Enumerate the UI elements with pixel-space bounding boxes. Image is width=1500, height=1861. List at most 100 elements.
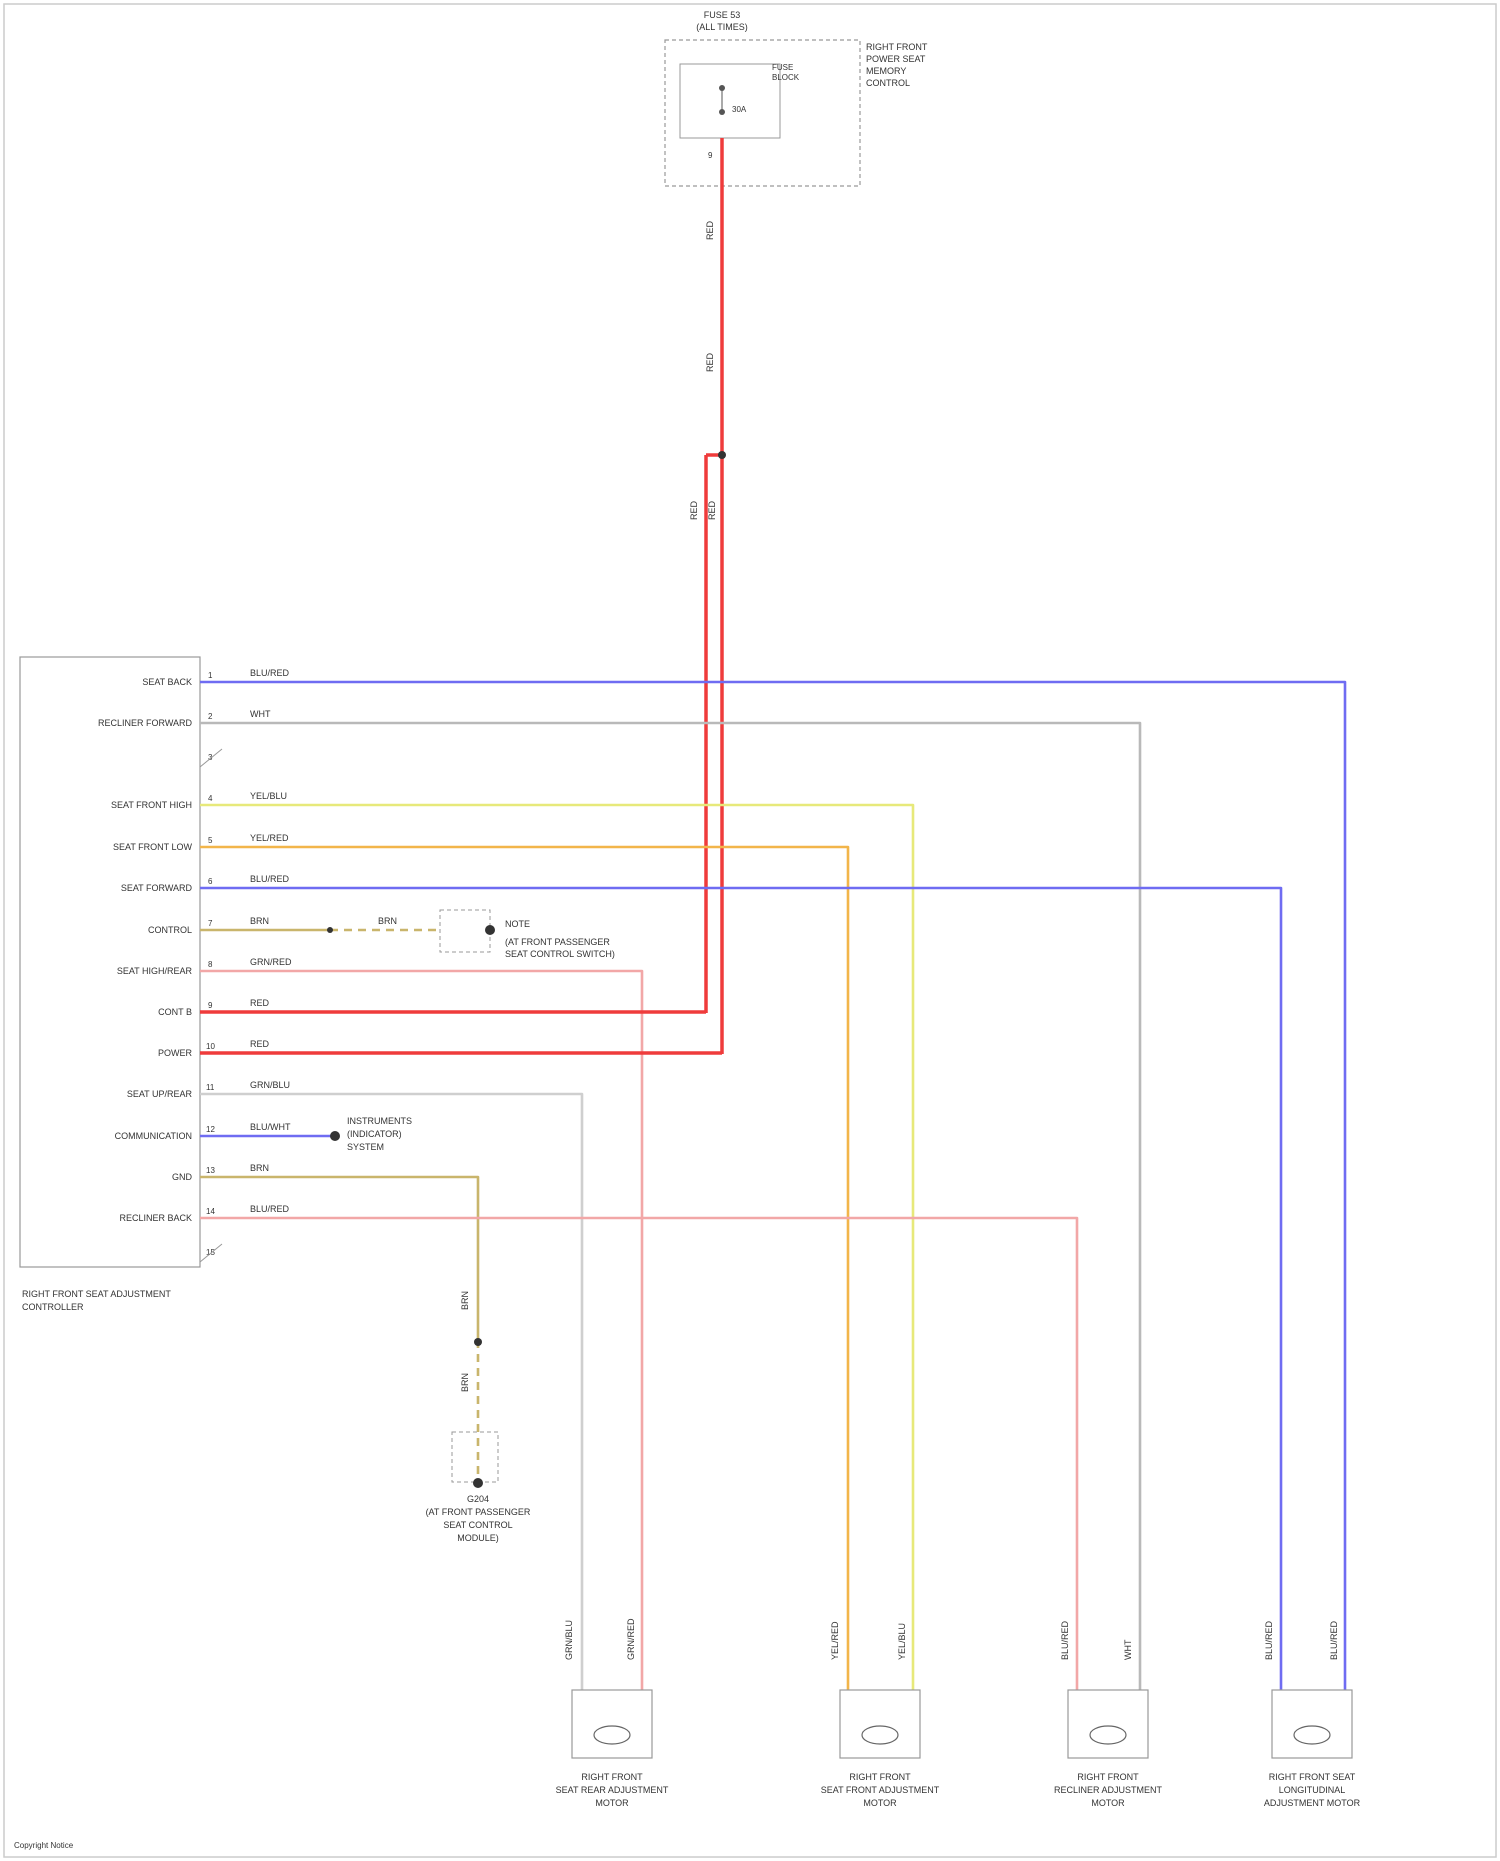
motor-recliner-name-1: RIGHT FRONT (1077, 1772, 1139, 1782)
pin-num-5: 5 (208, 836, 213, 845)
wire-label-1: BLU/RED (250, 668, 290, 678)
wire-pin-5 (200, 847, 848, 1690)
fuse-box-label-4: CONTROL (866, 78, 910, 88)
pin-num-10: 10 (206, 1042, 215, 1051)
pin-label-12: COMMUNICATION (115, 1131, 192, 1141)
motor-long-right-wire: BLU/RED (1329, 1620, 1339, 1660)
ground-label-3: SEAT CONTROL (443, 1520, 512, 1530)
wire-label-5: YEL/RED (250, 833, 289, 843)
pin-label-11: SEAT UP/REAR (127, 1089, 193, 1099)
motor-rear-name-3: MOTOR (595, 1798, 629, 1808)
wire-label-14: BLU/RED (250, 1204, 290, 1214)
motor-rear-icon (594, 1726, 630, 1744)
pin-num-8: 8 (208, 960, 213, 969)
wire-label-2: WHT (250, 709, 271, 719)
wire-pin-2 (200, 723, 1140, 1690)
wire-label-12: BLU/WHT (250, 1122, 291, 1132)
motor-front-name-3: MOTOR (863, 1798, 897, 1808)
wire-pin-14 (200, 1218, 1077, 1690)
pin-label-1: SEAT BACK (142, 677, 192, 687)
fuse-pin-number: 9 (708, 151, 713, 160)
pin-num-7: 7 (208, 919, 213, 928)
comm-device-label-2: (INDICATOR) (347, 1129, 402, 1139)
ground-label-1: G204 (467, 1494, 489, 1504)
motor-long-left-wire: BLU/RED (1264, 1620, 1274, 1660)
motor-front-left-wire: YEL/RED (830, 1621, 840, 1660)
fuse-text-line-2: BLOCK (772, 73, 800, 82)
controller-pin-labels: SEAT BACK RECLINER FORWARD SEAT FRONT HI… (98, 668, 292, 1257)
pin-num-1: 1 (208, 671, 213, 680)
pin-label-13: GND (172, 1172, 193, 1182)
pin-num-11: 11 (206, 1083, 215, 1092)
motor-long-box (1272, 1690, 1352, 1758)
pin-num-9: 9 (208, 1001, 213, 1010)
splice-dot (718, 451, 726, 459)
ground-dot (473, 1478, 483, 1488)
wire-label-9: RED (250, 998, 270, 1008)
motor-recliner-right-wire: WHT (1123, 1639, 1133, 1660)
fuse-title-line-2: (ALL TIMES) (696, 22, 748, 32)
control-splice-dot (327, 927, 333, 933)
pin-label-2: RECLINER FORWARD (98, 718, 193, 728)
motor-recliner-left-wire: BLU/RED (1060, 1620, 1070, 1660)
pin-label-8: SEAT HIGH/REAR (117, 966, 193, 976)
controller-name-line-2: CONTROLLER (22, 1302, 84, 1312)
motor-rear-box (572, 1690, 652, 1758)
ground-wire-lower: BRN (460, 1373, 470, 1392)
motor-long-name-3: ADJUSTMENT MOTOR (1264, 1798, 1361, 1808)
motor-rear: GRN/BLU GRN/RED RIGHT FRONT SEAT REAR AD… (556, 1618, 669, 1808)
fuse-block: FUSE 53 (ALL TIMES) FUSE BLOCK 30A 9 RIG… (665, 10, 928, 186)
motor-rear-right-wire: GRN/RED (626, 1618, 636, 1660)
wire-pin-13 (200, 1177, 478, 1340)
control-switch-label-2: (AT FRONT PASSENGER (505, 937, 610, 947)
pin-num-14: 14 (206, 1207, 215, 1216)
motor-recliner-box (1068, 1690, 1148, 1758)
ground-label-4: MODULE) (457, 1533, 499, 1543)
ground-box (452, 1432, 498, 1482)
control-switch-label-3: SEAT CONTROL SWITCH) (505, 949, 615, 959)
motor-recliner-name-3: MOTOR (1091, 1798, 1125, 1808)
pin-num-6: 6 (208, 877, 213, 886)
motor-front-box (840, 1690, 920, 1758)
fuse-box-label-3: MEMORY (866, 66, 906, 76)
wire-label-11: GRN/BLU (250, 1080, 290, 1090)
fuse-inner-box (680, 64, 780, 138)
fuse-box-label-1: RIGHT FRONT (866, 42, 928, 52)
motor-long-name-1: RIGHT FRONT SEAT (1269, 1772, 1356, 1782)
wire-pin-6 (200, 888, 1281, 1690)
comm-device: INSTRUMENTS (INDICATOR) SYSTEM (347, 1116, 412, 1152)
wire-label-10: RED (250, 1039, 270, 1049)
wires (200, 682, 1345, 1690)
pin-label-7: CONTROL (148, 925, 192, 935)
motor-front: YEL/RED YEL/BLU RIGHT FRONT SEAT FRONT A… (821, 1621, 940, 1808)
feed-label-3: RED (689, 500, 699, 520)
fuse-block-outline (665, 40, 860, 186)
feed-label-2: RED (705, 352, 715, 372)
motor-front-right-wire: YEL/BLU (897, 1623, 907, 1660)
pin-num-2: 2 (208, 712, 213, 721)
ground-label-2: (AT FRONT PASSENGER (426, 1507, 531, 1517)
fuse-text-line-1: FUSE (772, 63, 793, 72)
comm-device-label-1: INSTRUMENTS (347, 1116, 412, 1126)
wire-pin-1 (200, 682, 1345, 1690)
pin-num-4: 4 (208, 794, 213, 803)
motor-front-name-1: RIGHT FRONT (849, 1772, 911, 1782)
pin-num-12: 12 (206, 1125, 215, 1134)
wire-label-7: BRN (250, 916, 269, 926)
control-switch-dot (485, 925, 495, 935)
motor-recliner: BLU/RED WHT RIGHT FRONT RECLINER ADJUSTM… (1054, 1620, 1163, 1808)
wire-label-6: BLU/RED (250, 874, 290, 884)
wire-pin-11 (200, 1094, 582, 1690)
motor-front-icon (862, 1726, 898, 1744)
motor-front-name-2: SEAT FRONT ADJUSTMENT (821, 1785, 940, 1795)
pin-label-14: RECLINER BACK (119, 1213, 192, 1223)
feed-label-1: RED (705, 220, 715, 240)
feed-label-4: RED (707, 500, 717, 520)
footer-note: Copyright Notice (14, 1841, 74, 1850)
motor-recliner-icon (1090, 1726, 1126, 1744)
feed-wire (706, 138, 722, 1054)
comm-device-label-3: SYSTEM (347, 1142, 384, 1152)
wire-pin-8 (200, 971, 642, 1690)
ground-wire-upper: BRN (460, 1291, 470, 1310)
